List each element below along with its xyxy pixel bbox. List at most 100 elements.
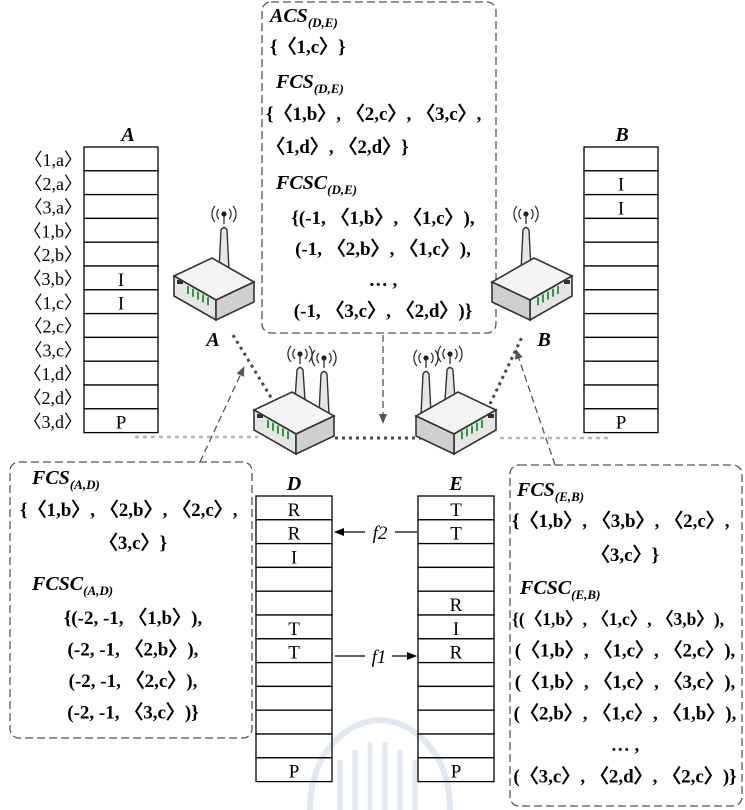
- row-key-a-10: 〈1,d〉: [24, 364, 83, 384]
- row-mark-b-2: I: [618, 175, 624, 196]
- arrow-eb-box-to-link: [516, 350, 555, 465]
- heading-fcsc-ad: FCSC(A,D): [31, 573, 113, 598]
- table-row-a-4: [84, 218, 158, 242]
- row-key-a-6: 〈3,b〉: [24, 269, 83, 289]
- row-key-a-8: 〈2,c〉: [25, 317, 83, 337]
- table-row-e-8: [418, 663, 494, 687]
- table-row-e-4: [418, 567, 494, 591]
- flow-f2-label: f2: [373, 523, 388, 544]
- row-mark-d-7: T: [288, 643, 300, 664]
- row-key-a-3: 〈3,a〉: [25, 198, 83, 218]
- heading-fcsc-eb: FCSC(E,B): [519, 577, 600, 602]
- router-label-b: B: [536, 329, 550, 351]
- row-key-a-11: 〈2,d〉: [24, 388, 83, 408]
- row-key-a-2: 〈2,a〉: [25, 174, 83, 194]
- row-mark-e-7: R: [450, 643, 463, 664]
- table-row-e-3: [418, 544, 494, 568]
- fcsc-eb-line-2: (〈1,b〉, 〈1,c〉, 〈2,c〉),: [515, 639, 736, 662]
- heading-fcs-ad: FCS(A,D): [31, 467, 100, 492]
- row-mark-e-1: T: [450, 500, 462, 521]
- table-row-b-11: [584, 385, 658, 409]
- table-b: B II P: [584, 124, 658, 434]
- row-mark-a-12: P: [116, 413, 127, 434]
- row-mark-d-1: R: [288, 500, 301, 521]
- row-mark-e-2: T: [450, 524, 462, 545]
- fcsc-eb-line-5: … ,: [611, 735, 640, 756]
- fcsc-eb-line-3: (〈1,b〉, 〈1,c〉, 〈3,c〉),: [515, 670, 736, 693]
- table-row-a-11: [84, 385, 158, 409]
- link-e-b: [490, 337, 522, 404]
- table-row-a-3: [84, 195, 158, 219]
- fcsc-de-line-3: … ,: [369, 270, 398, 291]
- table-title-d: D: [286, 473, 301, 495]
- row-mark-d-6: T: [288, 619, 300, 640]
- fcsc-de-line-4: (-1, 〈3,c〉, 〈2,d〉)}: [294, 299, 472, 322]
- row-key-a-12: 〈3,d〉: [24, 412, 83, 432]
- link-a-d: [233, 335, 275, 404]
- fcsc-ad-line-3: (-2, -1, 〈2,c〉),: [69, 669, 198, 692]
- arrow-ad-box-to-link: [200, 367, 244, 462]
- row-mark-b-12: P: [616, 413, 627, 434]
- table-row-b-6: [584, 266, 658, 290]
- row-mark-b-3: I: [618, 198, 624, 219]
- heading-fcs-de: FCS(D,E): [275, 71, 344, 96]
- row-mark-e-6: I: [453, 619, 459, 640]
- table-row-b-8: [584, 314, 658, 338]
- row-mark-a-7: I: [118, 294, 124, 315]
- fcsc-ad-line-4: (-2, -1, 〈3,c〉)}: [67, 701, 198, 724]
- acs-de-line-1: {〈1,c〉}: [270, 35, 346, 58]
- signal-waves-icon: [312, 350, 336, 368]
- fcsc-eb-line-1: {(〈1,b〉, 〈1,c〉, 〈3,b〉),: [512, 609, 724, 629]
- fcs-eb-line-1: {〈1,b〉, 〈3,b〉, 〈2,c〉,: [512, 509, 730, 532]
- flow-arrows: f2 f1: [335, 523, 417, 668]
- fcs-ad-line-1: {〈1,b〉, 〈2,b〉, 〈2,c〉,: [20, 498, 238, 521]
- fcs-de-line-2: 〈1,d〉, 〈2,d〉}: [266, 135, 409, 158]
- table-row-a-10: [84, 361, 158, 385]
- row-key-a-4: 〈1,b〉: [24, 221, 83, 241]
- fcsc-ad-line-1: {(-2, -1, 〈1,b〉),: [64, 606, 203, 629]
- fcs-ad-line-2: 〈3,c〉}: [99, 531, 167, 554]
- heading-fcs-eb: FCS(E,B): [516, 479, 584, 504]
- row-key-a-7: 〈1,c〉: [25, 293, 83, 313]
- signal-waves-icon: [414, 350, 438, 368]
- signal-waves-icon: [438, 346, 462, 364]
- router-e-icon: [414, 346, 496, 454]
- row-key-a-5: 〈2,b〉: [24, 245, 83, 265]
- fcs-eb-line-2: 〈3,c〉}: [591, 543, 659, 566]
- router-a-icon: [174, 206, 254, 320]
- table-title-e: E: [448, 473, 462, 495]
- table-row-b-9: [584, 337, 658, 361]
- fcsc-eb-line-6: (〈3,c〉, 〈2,d〉, 〈2,c〉)}: [513, 765, 736, 788]
- fcs-de-line-1: {〈1,b〉, 〈2,c〉, 〈3,c〉,: [266, 102, 482, 125]
- fcsc-de-line-1: {(-1, 〈1,b〉, 〈1,c〉),: [291, 206, 474, 229]
- table-title-b: B: [614, 124, 628, 146]
- table-row-d-8: [256, 663, 332, 687]
- fcsc-de-line-2: (-1, 〈2,b〉, 〈1,c〉),: [295, 237, 471, 260]
- signal-waves-icon: [514, 206, 538, 224]
- table-row-b-1: [584, 147, 658, 171]
- row-key-a-9: 〈3,c〉: [25, 340, 83, 360]
- row-mark-d-3: I: [291, 547, 297, 568]
- fcsc-eb-line-4: (〈2,b〉, 〈1,c〉, 〈1,b〉),: [514, 702, 737, 725]
- table-row-a-5: [84, 242, 158, 266]
- signal-waves-icon: [288, 346, 312, 364]
- table-a: AIIP〈1,a〉〈2,a〉〈3,a〉〈1,b〉〈2,b〉〈3,b〉〈1,c〉〈…: [24, 124, 159, 434]
- router-label-a: A: [204, 329, 219, 351]
- row-mark-d-2: R: [288, 524, 301, 545]
- router-d-icon: [254, 346, 336, 454]
- table-row-a-9: [84, 337, 158, 361]
- table-row-b-4: [584, 218, 658, 242]
- table-row-d-5: [256, 591, 332, 615]
- flow-f1-label: f1: [372, 647, 387, 668]
- heading-fcsc-de: FCSC(D,E): [275, 172, 357, 197]
- table-row-a-1: [84, 147, 158, 171]
- router-b-icon: [492, 206, 572, 320]
- row-mark-e-5: R: [450, 595, 463, 616]
- table-row-a-2: [84, 171, 158, 195]
- signal-waves-icon: [212, 206, 236, 224]
- table-row-b-10: [584, 361, 658, 385]
- table-row-a-8: [84, 314, 158, 338]
- table-row-b-5: [584, 242, 658, 266]
